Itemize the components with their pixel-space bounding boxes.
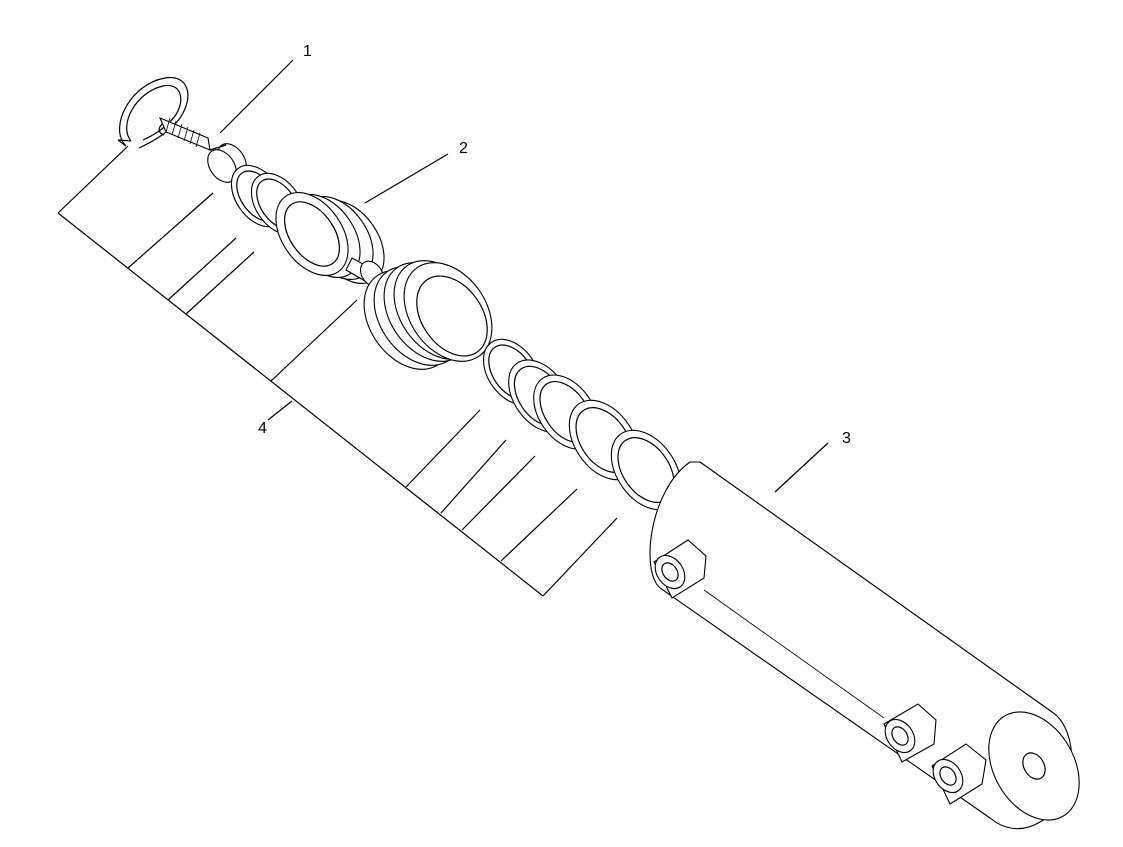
seal-rings (482, 338, 682, 511)
bracket-branch-seal-1 (405, 409, 481, 488)
callout-4-label: 4 (258, 420, 267, 437)
bracket-branch-seal-4 (500, 488, 578, 562)
cylinder-port-lower (931, 743, 987, 805)
leader-line-4 (267, 400, 293, 421)
cylinder-port-middle (883, 703, 937, 763)
cylinder-port-left (653, 539, 707, 599)
leader-lines (57, 59, 829, 597)
bracket-branch-seal-3 (461, 455, 536, 531)
leader-line-1 (219, 59, 294, 134)
retaining-ring (117, 76, 189, 149)
callout-1-label: 1 (303, 43, 312, 60)
threaded-sleeve (363, 260, 493, 370)
piston (275, 192, 393, 293)
bracket-branch-retaining-ring (57, 145, 129, 214)
bracket-branch-shaft (127, 192, 214, 269)
callout-3-label: 3 (842, 430, 851, 447)
bracket-branch-ring-a (167, 237, 237, 301)
callout-2-label: 2 (459, 140, 468, 157)
callout-4-bracket (57, 212, 544, 597)
seal-ring-5 (610, 429, 682, 511)
bracket-branch-seal-2 (440, 439, 507, 514)
leader-line-2 (364, 153, 449, 204)
cylinder-body (649, 461, 1080, 830)
bracket-branch-seal-5 (542, 517, 618, 597)
leader-line-3 (774, 442, 829, 493)
bracket-branch-piston (270, 299, 358, 382)
bracket-branch-ring-b (185, 251, 255, 315)
